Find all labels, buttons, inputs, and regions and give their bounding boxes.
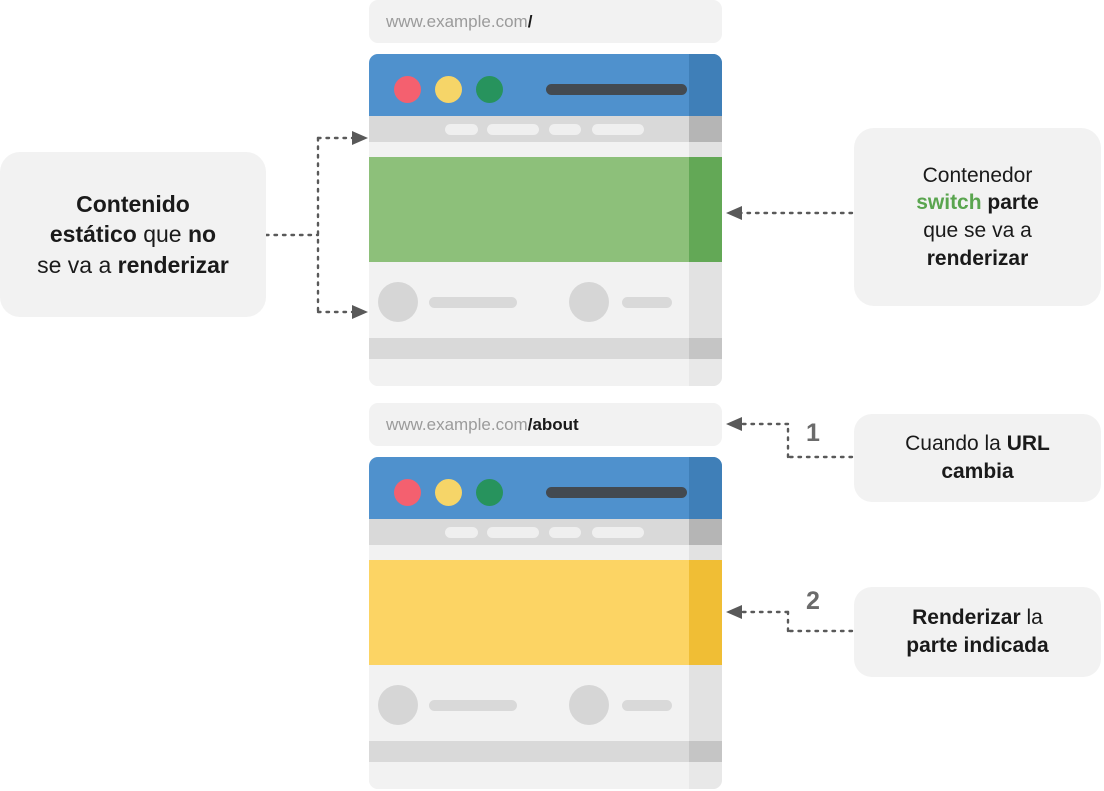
footer-right-edge [689, 741, 722, 762]
callout-url-line2: cambia [941, 460, 1014, 483]
card-text-bar-2 [622, 297, 672, 308]
callout-static-line2-rest: que [136, 221, 188, 248]
nav-item-2[interactable] [487, 124, 539, 135]
url-host: www.example.com [386, 11, 528, 31]
callout-switch-line3: que se va a [923, 219, 1032, 242]
browser-gap-top [369, 545, 722, 560]
nav-item-3[interactable] [549, 527, 581, 538]
callout-render-part: Renderizar la parte indicada [854, 587, 1101, 677]
browser-titlebar [369, 54, 722, 116]
avatar-2 [569, 282, 609, 322]
green-dot-icon[interactable] [476, 479, 503, 506]
arrowhead-static-top [352, 131, 368, 145]
browser-mockup-home [369, 54, 722, 386]
callout-static-line2-bold2: no [187, 221, 217, 248]
footer-right-edge [689, 338, 722, 359]
callout-render-line2: parte indicada [906, 634, 1049, 657]
callout-url-line1: Cuando la [905, 432, 1007, 456]
arrowhead-switch [726, 206, 742, 220]
callout-static-line2-bold: estático [49, 221, 137, 248]
cards-right-edge [689, 262, 722, 338]
browser-titlebar [369, 457, 722, 519]
url-host: www.example.com [386, 414, 528, 434]
avatar-2 [569, 685, 609, 725]
titlebar-placeholder-bar [546, 487, 687, 498]
navbar-right-edge [689, 116, 722, 142]
avatar-1 [378, 282, 418, 322]
hero-section-yellow [369, 560, 722, 665]
callout-render-line1-bold: Renderizar [912, 606, 1021, 630]
nav-item-4[interactable] [592, 124, 644, 135]
nav-item-1[interactable] [445, 527, 478, 538]
hero-section-green [369, 157, 722, 262]
bottom-right-edge [689, 359, 722, 386]
callout-switch-keyword: switch [916, 191, 982, 215]
url-bar-about[interactable]: www.example.com/about [369, 403, 722, 446]
callout-url-changes: Cuando la URL cambia [854, 414, 1101, 502]
callout-static-line1: Contenido [76, 190, 190, 217]
browser-navbar [369, 519, 722, 545]
callout-static-line3-rest: se va a [37, 251, 118, 278]
card-text-bar-1 [429, 297, 517, 308]
nav-item-2[interactable] [487, 527, 539, 538]
url-bar-home[interactable]: www.example.com/ [369, 0, 722, 43]
browser-cards-row [369, 262, 722, 338]
callout-render-line1-rest: la [1020, 606, 1043, 630]
callout-switch-container: Contenedor switch parte que se va a rend… [854, 128, 1101, 306]
cards-right-edge [689, 665, 722, 741]
titlebar-right-edge [689, 457, 722, 519]
nav-item-1[interactable] [445, 124, 478, 135]
bottom-right-edge [689, 762, 722, 789]
yellow-dot-icon[interactable] [435, 76, 462, 103]
step-number-2: 2 [806, 587, 820, 615]
url-path: / [527, 11, 533, 31]
nav-item-3[interactable] [549, 124, 581, 135]
gap-right-edge [689, 142, 722, 157]
hero-right-edge [689, 560, 722, 665]
card-text-bar-1 [429, 700, 517, 711]
card-text-bar-2 [622, 700, 672, 711]
arrowhead-step2 [726, 605, 742, 619]
url-path: /about [527, 414, 579, 434]
callout-switch-line4: renderizar [926, 246, 1029, 270]
browser-bottom-area [369, 762, 722, 789]
arrowhead-static-bottom [352, 305, 368, 319]
navbar-right-edge [689, 519, 722, 545]
browser-cards-row [369, 665, 722, 741]
avatar-1 [378, 685, 418, 725]
browser-mockup-about [369, 457, 722, 789]
browser-gap-top [369, 142, 722, 157]
green-dot-icon[interactable] [476, 76, 503, 103]
red-dot-icon[interactable] [394, 76, 421, 103]
browser-navbar [369, 116, 722, 142]
callout-static-content: Contenido estático que no se va a render… [0, 152, 266, 317]
titlebar-right-edge [689, 54, 722, 116]
browser-bottom-area [369, 359, 722, 386]
gap-right-edge [689, 545, 722, 560]
browser-footer-band [369, 741, 722, 762]
red-dot-icon[interactable] [394, 479, 421, 506]
hero-right-edge [689, 157, 722, 262]
callout-url-line1-bold: URL [1006, 432, 1050, 456]
titlebar-placeholder-bar [546, 84, 687, 95]
callout-switch-line1: Contenedor [922, 163, 1033, 187]
step-number-1: 1 [806, 419, 820, 447]
yellow-dot-icon[interactable] [435, 479, 462, 506]
arrowhead-step1 [726, 417, 742, 431]
browser-footer-band [369, 338, 722, 359]
callout-static-line3-bold: renderizar [117, 251, 229, 278]
callout-switch-line2-bold: parte [981, 191, 1039, 215]
nav-item-4[interactable] [592, 527, 644, 538]
